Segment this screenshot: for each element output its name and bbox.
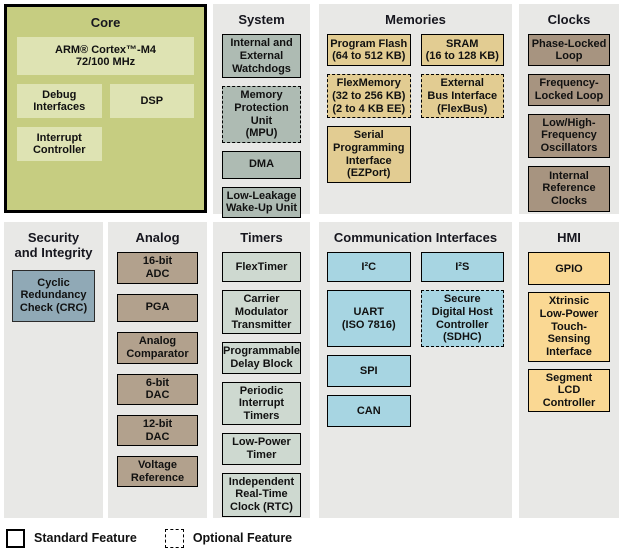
panel-security: Security and Integrity Cyclic Redundancy… <box>4 222 103 518</box>
panel-timers-blocks: FlexTimer Carrier Modulator Transmitter … <box>213 252 310 517</box>
panel-clocks-blocks: Phase-Locked Loop Frequency- Locked Loop… <box>519 34 619 212</box>
block-cyclic-redundancy-check: Cyclic Redundancy Check (CRC) <box>12 269 95 322</box>
panel-comm: Communication Interfaces I²C I²S UART (I… <box>319 222 512 518</box>
legend-standard-feature-swatch <box>6 528 25 548</box>
legend-standard-feature-label: Standard Feature <box>34 531 137 545</box>
block-spi: SPI <box>327 354 411 387</box>
block-flextimer: FlexTimer <box>222 252 301 283</box>
panel-security-title: Security and Integrity <box>14 230 93 261</box>
block-low-power-timer: Low-Power Timer <box>222 433 301 465</box>
legend: Standard Feature Optional Feature <box>6 526 292 550</box>
legend-optional-feature-label: Optional Feature <box>192 531 293 545</box>
block-16-bit-adc: 16-bit ADC <box>117 252 198 284</box>
panel-comm-blocks: I²C I²S UART (ISO 7816) Secure Digital H… <box>319 252 512 427</box>
panel-hmi: HMI GPIO Xtrinsic Low-Power Touch-Sensin… <box>519 222 619 518</box>
block-secure-digital-host-controller: Secure Digital Host Controller (SDHC) <box>420 290 504 347</box>
block-debug-interfaces: Debug Interfaces <box>17 84 102 119</box>
panel-clocks: Clocks Phase-Locked Loop Frequency- Lock… <box>519 4 619 214</box>
block-programmable-delay-block: Programmable Delay Block <box>222 342 301 374</box>
panel-system: System Internal and External Watchdogs M… <box>213 4 310 219</box>
block-i2s: I²S <box>420 252 504 283</box>
block-dma: DMA <box>222 150 301 179</box>
block-analog-comparator: Analog Comparator <box>117 331 198 364</box>
block-periodic-interrupt-timers: Periodic Interrupt Timers <box>222 381 301 426</box>
panel-analog: Analog 16-bit ADC PGA Analog Comparator … <box>108 222 207 518</box>
panel-comm-title: Communication Interfaces <box>333 230 498 245</box>
panel-core-title: Core <box>90 15 121 30</box>
panel-analog-blocks: 16-bit ADC PGA Analog Comparator 6-bit D… <box>108 252 207 488</box>
panel-clocks-title: Clocks <box>547 12 591 27</box>
block-interrupt-controller: Interrupt Controller <box>17 127 102 162</box>
block-can: CAN <box>327 394 411 427</box>
panel-system-title: System <box>238 12 285 27</box>
panel-analog-title: Analog <box>135 230 180 245</box>
block-flexmemory: FlexMemory (32 to 256 KB) (2 to 4 KB EE) <box>327 74 411 119</box>
block-external-bus-interface: External Bus Interface (FlexBus) <box>420 74 504 119</box>
block-uart: UART (ISO 7816) <box>327 290 411 347</box>
panel-memories-title: Memories <box>385 12 446 27</box>
legend-optional-feature-swatch <box>164 528 184 548</box>
panel-timers-title: Timers <box>240 230 283 245</box>
block-6-bit-dac: 6-bit DAC <box>117 373 198 405</box>
block-independent-real-time-clock: Independent Real-Time Clock (RTC) <box>222 472 301 517</box>
block-phase-locked-loop: Phase-Locked Loop <box>528 34 610 67</box>
panel-system-blocks: Internal and External Watchdogs Memory P… <box>213 34 310 219</box>
block-dsp: DSP <box>109 84 194 119</box>
block-program-flash: Program Flash (64 to 512 KB) <box>327 34 411 67</box>
block-segment-lcd-controller: Segment LCD Controller <box>528 368 610 413</box>
panel-timers: Timers FlexTimer Carrier Modulator Trans… <box>213 222 310 518</box>
panel-memories-blocks: Program Flash (64 to 512 KB) SRAM (16 to… <box>319 34 512 184</box>
block-internal-reference-clocks: Internal Reference Clocks <box>528 165 610 212</box>
block-carrier-modulator-transmitter: Carrier Modulator Transmitter <box>222 290 301 335</box>
panel-core-blocks: ARM® Cortex™-M4 72/100 MHz Debug Interfa… <box>7 37 204 162</box>
core-row: Debug Interfaces DSP <box>17 84 194 119</box>
block-12-bit-dac: 12-bit DAC <box>117 414 198 447</box>
panel-hmi-title: HMI <box>557 230 581 245</box>
panel-security-blocks: Cyclic Redundancy Check (CRC) <box>4 269 103 322</box>
block-memory-protection-unit: Memory Protection Unit (MPU) <box>222 86 301 143</box>
block-xtrinsic-touch-sensing-interface: Xtrinsic Low-Power Touch-Sensing Interfa… <box>528 292 610 362</box>
block-internal-external-watchdogs: Internal and External Watchdogs <box>222 34 301 79</box>
block-arm-cortex-m4: ARM® Cortex™-M4 72/100 MHz <box>17 37 194 76</box>
block-i2c: I²C <box>327 252 411 283</box>
panel-core: Core ARM® Cortex™-M4 72/100 MHz Debug In… <box>4 4 207 213</box>
block-serial-programming-interface: Serial Programming Interface (EZPort) <box>327 126 411 184</box>
block-low-leakage-wake-up-unit: Low-Leakage Wake-Up Unit <box>222 186 301 219</box>
block-sram: SRAM (16 to 128 KB) <box>420 34 504 67</box>
block-frequency-locked-loop: Frequency- Locked Loop <box>528 74 610 106</box>
block-gpio: GPIO <box>528 252 610 286</box>
block-voltage-reference: Voltage Reference <box>117 456 198 488</box>
block-pga: PGA <box>117 293 198 322</box>
panel-memories: Memories Program Flash (64 to 512 KB) SR… <box>319 4 512 214</box>
panel-hmi-blocks: GPIO Xtrinsic Low-Power Touch-Sensing In… <box>519 252 619 413</box>
block-low-high-frequency-oscillators: Low/High- Frequency Oscillators <box>528 113 610 158</box>
